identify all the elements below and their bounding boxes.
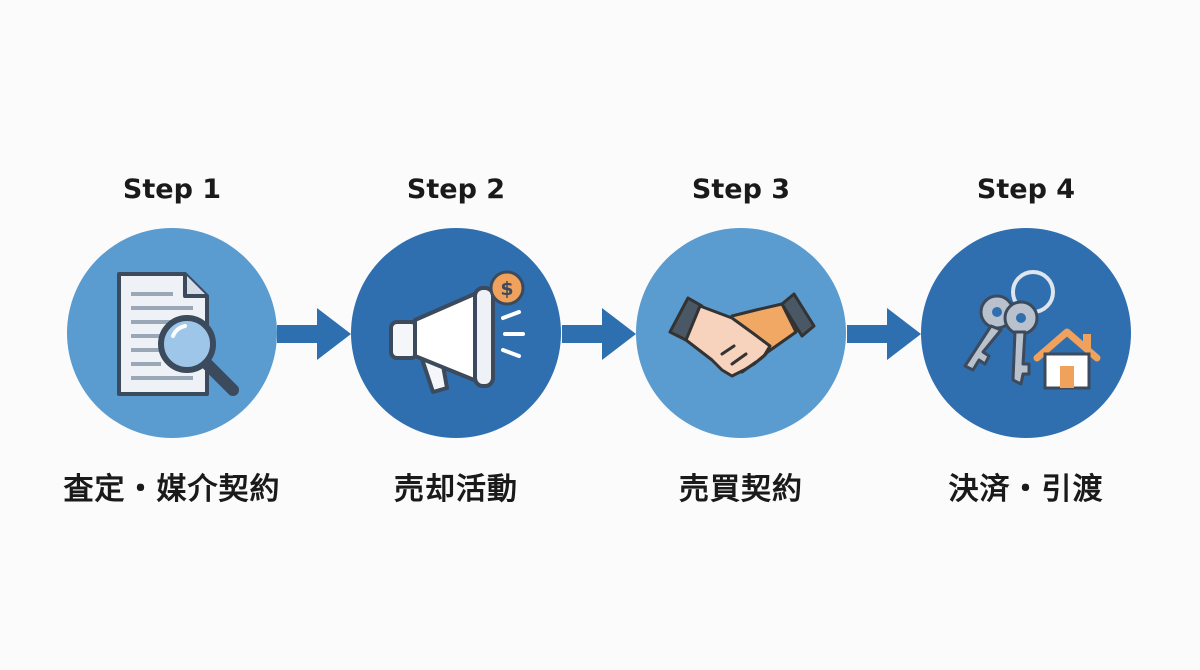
- step-2-circle: $: [351, 228, 561, 438]
- step-3-label: 売買契約: [679, 472, 803, 507]
- megaphone-icon: $: [389, 270, 525, 394]
- step-1-label: 査定・媒介契約: [63, 472, 281, 507]
- step-1-circle: [67, 228, 277, 438]
- arrow-right-icon: [277, 308, 351, 360]
- step-3-title: Step 3: [691, 174, 791, 205]
- step-2-title: Step 2: [406, 174, 506, 205]
- step-4-circle: [921, 228, 1131, 438]
- step-4-title: Step 4: [976, 174, 1076, 205]
- step-4-label: 決済・引渡: [948, 472, 1104, 507]
- step-1-title: Step 1: [122, 174, 222, 205]
- keys-house-icon: [963, 270, 1101, 390]
- document-search-icon: [117, 272, 239, 396]
- arrow-right-icon: [847, 308, 921, 360]
- step-2-label: 売却活動: [394, 472, 518, 507]
- step-3-circle: [636, 228, 846, 438]
- svg-text:$: $: [500, 278, 513, 300]
- handshake-icon: [668, 292, 816, 378]
- arrow-right-icon: [562, 308, 636, 360]
